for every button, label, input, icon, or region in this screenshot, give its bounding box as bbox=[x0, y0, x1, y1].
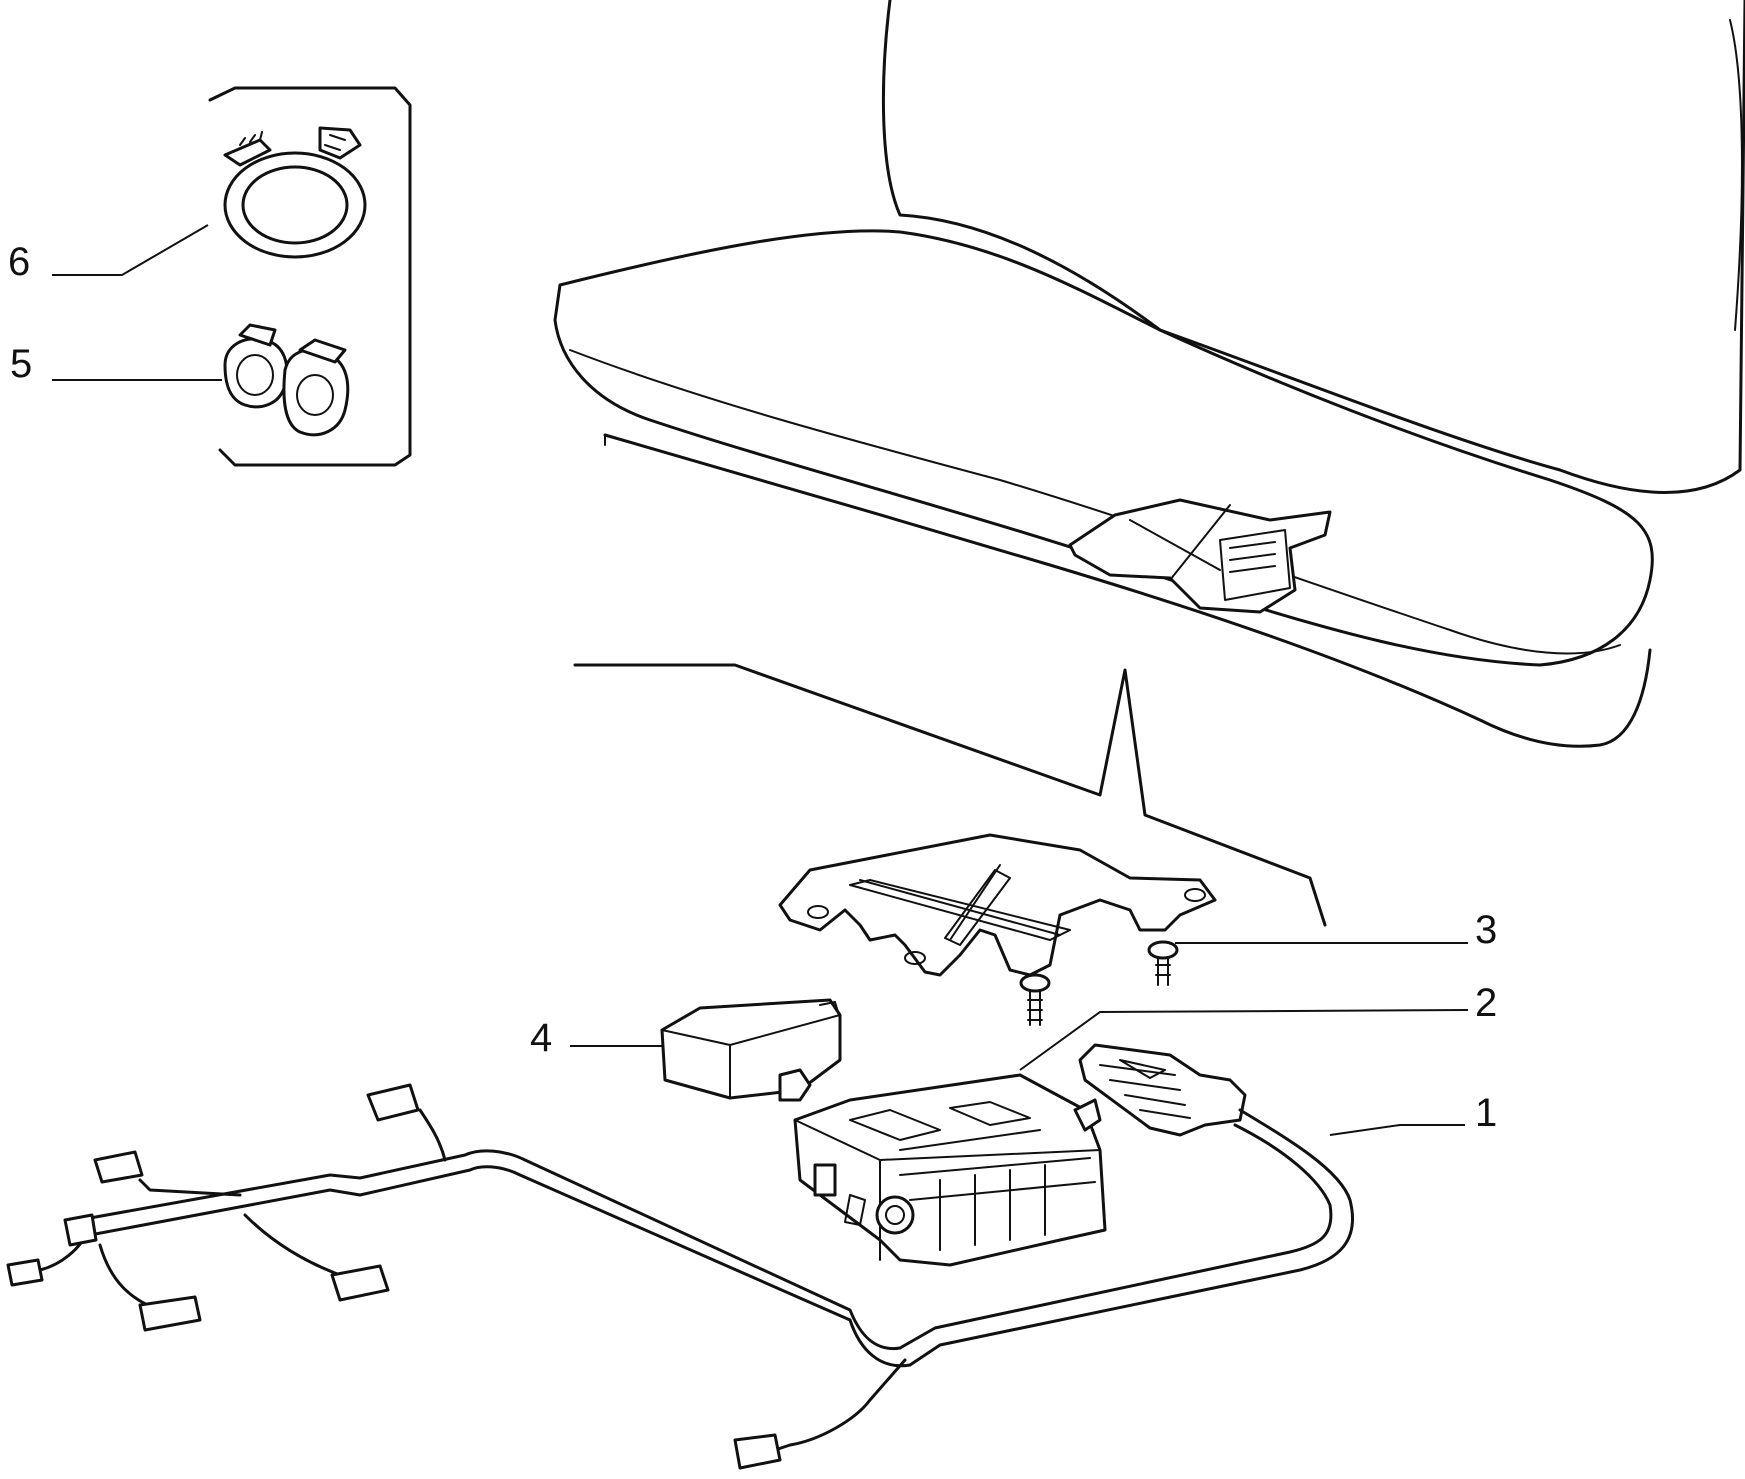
wiring-harness bbox=[6, 1043, 1355, 1470]
callout-4: 4 bbox=[530, 1016, 553, 1060]
leader-6 bbox=[52, 224, 209, 276]
leader-2 bbox=[1019, 1009, 1469, 1071]
clip-inset-frame bbox=[208, 86, 412, 467]
callout-5: 5 bbox=[10, 342, 33, 386]
double-clip bbox=[223, 323, 350, 437]
assembly-leader bbox=[573, 663, 1327, 927]
callout-leaders bbox=[52, 224, 1469, 1136]
seat-cushion bbox=[553, 229, 1654, 748]
callout-2: 2 bbox=[1475, 981, 1498, 1025]
leader-1 bbox=[1329, 1124, 1465, 1136]
seat-mounted-unit bbox=[1068, 498, 1332, 614]
callout-3: 3 bbox=[1475, 908, 1498, 952]
cable-clamp bbox=[223, 126, 367, 259]
callout-6: 6 bbox=[8, 240, 31, 284]
control-unit bbox=[793, 1073, 1107, 1267]
seat-backrest bbox=[881, 0, 1745, 494]
relay-module bbox=[660, 998, 842, 1102]
callout-1: 1 bbox=[1475, 1091, 1498, 1135]
mounting-bracket bbox=[778, 833, 1217, 1026]
